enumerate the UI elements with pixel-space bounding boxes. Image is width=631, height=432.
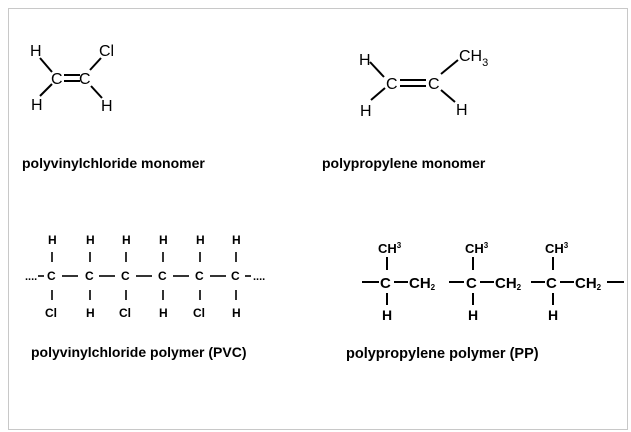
atom-ch2: CH2	[575, 275, 602, 292]
atom-h: H	[86, 306, 95, 320]
pp-monomer-structure: H H C C CH3 H	[359, 48, 488, 120]
atom-h: H	[456, 102, 468, 119]
bond-h-c	[39, 57, 53, 73]
atom-c: C	[386, 76, 398, 93]
bond-h-c	[370, 87, 386, 101]
pp-monomer-caption: polypropylene monomer	[322, 155, 486, 171]
bond-c-ch3	[440, 59, 459, 75]
pvc-monomer-structure: H H C C Cl H	[30, 43, 114, 115]
atom-h: H	[159, 306, 168, 320]
pp-polymer-caption: polypropylene polymer (PP)	[346, 346, 539, 362]
atom-h: H	[359, 52, 371, 69]
atom-ch3: CH3	[459, 48, 488, 69]
atom-c: C	[466, 275, 477, 292]
atom-h: H	[196, 233, 205, 247]
diagram-frame	[8, 8, 628, 430]
atom-c: C	[121, 269, 130, 283]
atom-h: H	[48, 233, 57, 247]
bond-c-h	[440, 89, 456, 103]
atom-cl: Cl	[193, 306, 205, 320]
atom-h: H	[101, 98, 113, 115]
atom-ch2: CH2	[495, 275, 522, 292]
atom-c: C	[51, 71, 63, 88]
atom-c: C	[380, 275, 391, 292]
pvc-monomer-caption: polyvinylchloride monomer	[22, 155, 205, 171]
atom-c: C	[79, 71, 91, 88]
chain-ellipsis: ....	[25, 271, 37, 283]
atom-c: C	[195, 269, 204, 283]
atom-h: H	[86, 233, 95, 247]
atom-ch2: CH2	[409, 275, 436, 292]
pvc-polymer-structure: .... .... H H H H H H C C C C C C	[25, 233, 265, 320]
atom-h: H	[232, 306, 241, 320]
atom-c: C	[231, 269, 240, 283]
atom-h: H	[30, 43, 42, 60]
bond-c-h	[90, 85, 103, 99]
atom-c: C	[158, 269, 167, 283]
bond-h-c	[369, 61, 385, 78]
atom-cl: Cl	[45, 306, 57, 320]
atom-h: H	[122, 233, 131, 247]
atom-cl: Cl	[119, 306, 131, 320]
atom-ch3: CH3	[465, 241, 489, 256]
atom-h: H	[468, 307, 478, 323]
atom-cl: Cl	[99, 43, 114, 60]
atom-c: C	[546, 275, 557, 292]
atom-c: C	[428, 76, 440, 93]
atom-ch3: CH3	[545, 241, 569, 256]
atom-h: H	[382, 307, 392, 323]
pp-polymer-structure: CH3 CH3 CH3 C CH2 C CH2 C CH2 H H H	[362, 241, 624, 323]
pvc-polymer-caption: polyvinylchloride polymer (PVC)	[31, 344, 247, 360]
atom-c: C	[47, 269, 56, 283]
atom-h: H	[232, 233, 241, 247]
atom-h: H	[31, 97, 43, 114]
atom-h: H	[548, 307, 558, 323]
atom-h: H	[159, 233, 168, 247]
bond-h-c	[39, 83, 53, 97]
chain-ellipsis: ....	[253, 271, 265, 283]
bond-c-cl	[89, 57, 102, 71]
atom-ch3: CH3	[378, 241, 402, 256]
atom-c: C	[85, 269, 94, 283]
atom-h: H	[360, 103, 372, 120]
